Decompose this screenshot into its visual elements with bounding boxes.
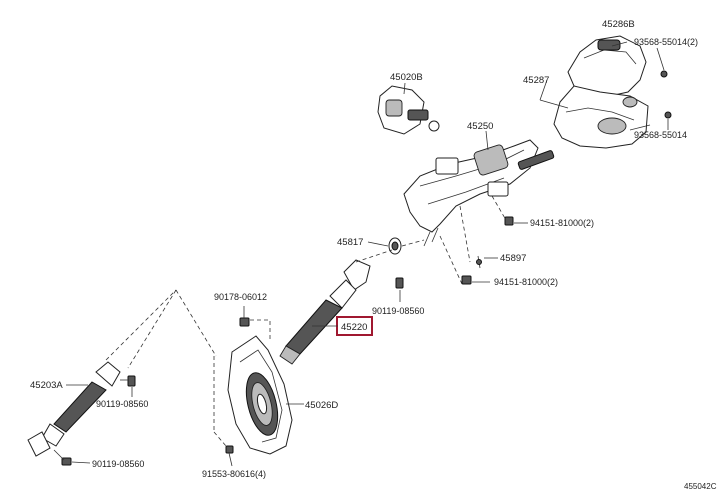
seal-45817[interactable] <box>388 237 402 255</box>
label-91553-80616-4: 91553-80616(4) <box>202 469 266 479</box>
column-hole-cover-45026d[interactable] <box>227 335 293 455</box>
label-45817: 45817 <box>337 237 363 248</box>
bolt-90119-08560-upper[interactable] <box>395 277 404 289</box>
bolt-94151-81000-lower[interactable] <box>461 275 472 285</box>
label-94151-81000-2-upper: 94151-81000(2) <box>530 218 594 228</box>
steering-sliding-yoke-45203a[interactable] <box>27 361 121 457</box>
clip-91553-80616[interactable] <box>225 445 234 454</box>
steering-column-assembly-45250[interactable] <box>403 139 555 247</box>
label-45250: 45250 <box>467 121 493 132</box>
steering-lock-45020b[interactable] <box>377 85 440 135</box>
screw-93568-55014-top[interactable] <box>660 70 668 78</box>
label-90119-08560-lower: 90119-08560 <box>92 459 144 469</box>
label-45026d: 45026D <box>305 400 338 411</box>
label-45203a: 45203A <box>30 380 63 391</box>
label-90178-06012: 90178-06012 <box>214 292 267 302</box>
label-90119-08560-upper: 90119-08560 <box>372 306 424 316</box>
diagram-reference-code: 455042C <box>684 482 717 491</box>
column-cover-upper-45286b[interactable] <box>567 35 647 97</box>
label-45287: 45287 <box>523 75 549 86</box>
bolt-90119-08560-middle[interactable] <box>127 375 136 387</box>
label-45897: 45897 <box>500 253 526 264</box>
label-45286b: 45286B <box>602 19 635 30</box>
label-93568-55014-2: 93568-55014(2) <box>634 37 698 47</box>
column-cover-lower-45287[interactable] <box>553 85 649 149</box>
nut-90178-06012[interactable] <box>239 317 250 327</box>
bolt-94151-81000-upper[interactable] <box>504 216 514 226</box>
screw-93568-55014-bottom[interactable] <box>664 111 672 119</box>
label-45020b: 45020B <box>390 72 423 83</box>
bracket-45897[interactable] <box>476 255 482 269</box>
label-93568-55014: 93568-55014 <box>634 130 687 140</box>
label-45220[interactable]: 45220 <box>341 322 367 333</box>
label-94151-81000-2-lower: 94151-81000(2) <box>494 277 558 287</box>
label-90119-08560-middle: 90119-08560 <box>96 399 148 409</box>
intermediate-shaft-45220[interactable] <box>279 259 371 365</box>
